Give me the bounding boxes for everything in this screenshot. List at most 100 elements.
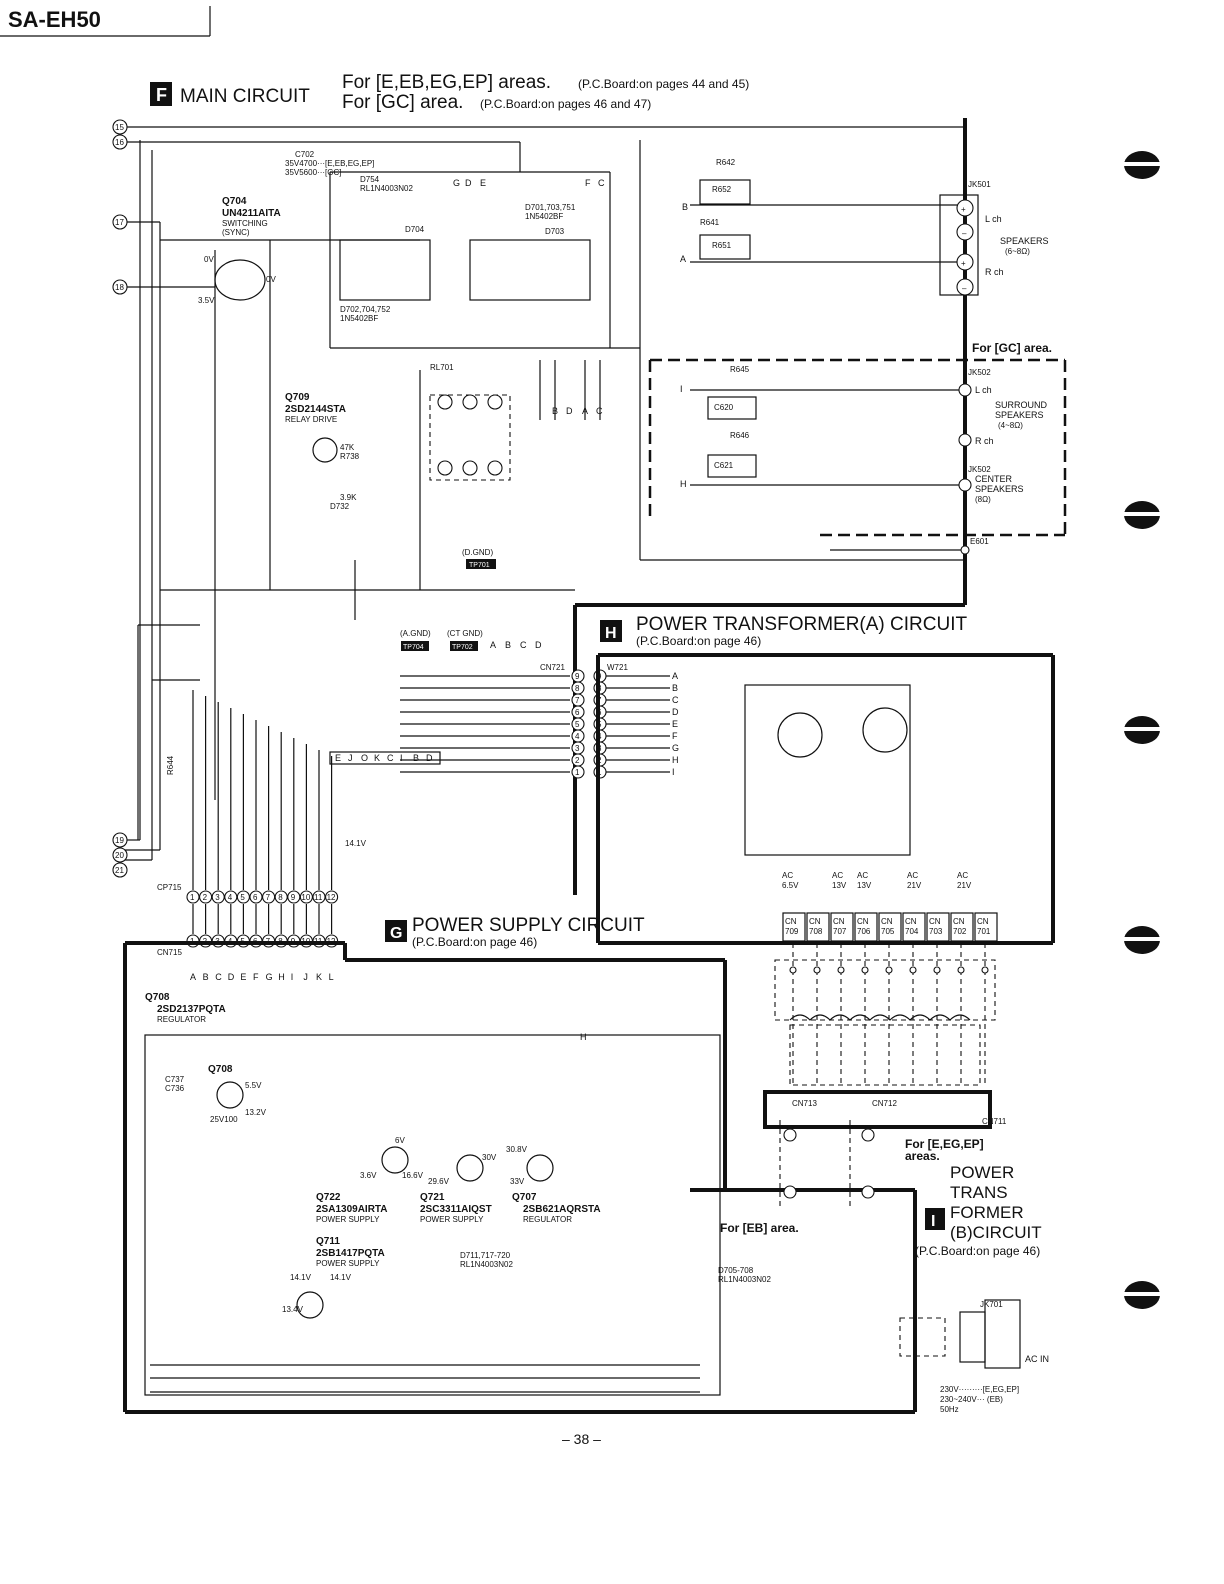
svg-text:230V·········[E,EG,EP]: 230V·········[E,EG,EP] — [940, 1385, 1019, 1394]
svg-text:–: – — [962, 284, 967, 293]
svg-text:E601: E601 — [970, 537, 989, 546]
cp715-pin — [262, 890, 276, 904]
power-supply-transistors: Q722 2SA1309AIRTA POWER SUPPLY Q721 2SC3… — [316, 1136, 601, 1224]
svg-text:Q721: Q721 — [420, 1192, 445, 1203]
svg-text:I: I — [400, 753, 403, 763]
svg-text:2SD2144STA: 2SD2144STA — [285, 404, 346, 415]
svg-text:F: F — [585, 178, 591, 188]
cp715-pin-number: 11 — [314, 893, 323, 902]
svg-text:2SC3311AIQST: 2SC3311AIQST — [420, 1204, 492, 1215]
svg-text:0V: 0V — [266, 275, 276, 284]
svg-text:O: O — [361, 753, 368, 763]
svg-text:B: B — [682, 202, 688, 212]
svg-text:0V: 0V — [204, 255, 214, 264]
transformer-tap — [813, 966, 821, 974]
svg-text:50Hz: 50Hz — [940, 1405, 959, 1414]
svg-text:13.4V: 13.4V — [282, 1305, 304, 1314]
cp715-pin-number: 3 — [215, 893, 220, 902]
binder-holes — [1120, 151, 1164, 1309]
main-circuit-title: MAIN CIRCUIT — [180, 86, 310, 107]
svg-text:230~240V··· (EB): 230~240V··· (EB) — [940, 1395, 1003, 1404]
svg-text:3.9K: 3.9K — [340, 493, 357, 502]
ac-voltage-value: 21V — [907, 881, 922, 890]
cn-header-label: CN — [881, 917, 893, 926]
svg-text:CP715: CP715 — [157, 883, 182, 892]
cn721-pin-number: 5 — [575, 720, 580, 729]
svg-text:CN721: CN721 — [540, 663, 565, 672]
cp715-pin — [287, 890, 301, 904]
cn721-pin-number: 9 — [575, 672, 580, 681]
w721-letter: C — [672, 695, 679, 705]
cn715-letter: K — [316, 972, 322, 982]
ac-voltage-label: AC — [857, 871, 868, 880]
svg-text:R652: R652 — [712, 185, 732, 194]
svg-text:(8Ω): (8Ω) — [975, 495, 991, 504]
svg-text:H: H — [605, 625, 617, 642]
svg-text:C: C — [596, 406, 603, 416]
cn721-pin-number: 7 — [575, 696, 580, 705]
w721-letter: B — [672, 683, 678, 693]
ac-voltage-value: 21V — [957, 881, 972, 890]
svg-text:For [GC] area.: For [GC] area. — [972, 341, 1052, 355]
svg-text:R ch: R ch — [985, 267, 1004, 277]
svg-text:JK502: JK502 — [968, 465, 991, 474]
svg-text:2SB1417PQTA: 2SB1417PQTA — [316, 1248, 385, 1259]
svg-text:D: D — [426, 753, 433, 763]
svg-text:R642: R642 — [716, 158, 736, 167]
svg-text:19: 19 — [115, 836, 124, 845]
svg-text:+: + — [961, 205, 966, 214]
w721-letter: F — [672, 731, 678, 741]
svg-text:CN715: CN715 — [157, 948, 182, 957]
svg-text:D701,703,751: D701,703,751 — [525, 203, 576, 212]
cp715-pin — [249, 890, 263, 904]
svg-text:RELAY DRIVE: RELAY DRIVE — [285, 415, 337, 424]
svg-text:15: 15 — [115, 123, 124, 132]
cn-header — [926, 912, 950, 942]
c702-label: C702 35V4700···[E,EB,EG,EP] 35V5600···[G… — [285, 150, 605, 193]
svg-text:D702,704,752: D702,704,752 — [340, 305, 391, 314]
svg-text:K: K — [374, 753, 380, 763]
header-line1-note: (P.C.Board:on pages 44 and 45) — [578, 77, 749, 91]
transformer-tap — [957, 966, 965, 974]
w721-letter: D — [672, 707, 679, 717]
svg-text:SURROUND: SURROUND — [995, 400, 1048, 410]
section-f-letter: F — [156, 85, 167, 105]
transformer-tap — [789, 966, 797, 974]
svg-text:D: D — [535, 640, 542, 650]
svg-text:Q722: Q722 — [316, 1192, 341, 1203]
svg-text:H: H — [580, 1032, 587, 1042]
cp715-pin-number: 1 — [190, 893, 195, 902]
svg-text:Q707: Q707 — [512, 1192, 537, 1203]
w721-letter: E — [672, 719, 678, 729]
svg-text:C: C — [598, 178, 605, 188]
cp715-pin-number: 6 — [253, 893, 258, 902]
svg-text:W721: W721 — [607, 663, 628, 672]
svg-text:R738: R738 — [340, 452, 360, 461]
cn-header — [902, 912, 926, 942]
cp715-pin — [299, 890, 313, 904]
cn721-pin-number: 1 — [575, 768, 580, 777]
svg-text:C737: C737 — [165, 1075, 185, 1084]
cn-header — [950, 912, 974, 942]
svg-text:(CT GND): (CT GND) — [447, 629, 483, 638]
svg-text:A: A — [490, 640, 496, 650]
cp715-pin-number: 9 — [291, 893, 296, 902]
svg-text:(6~8Ω): (6~8Ω) — [1005, 247, 1030, 256]
header-line2-note: (P.C.Board:on pages 46 and 47) — [480, 97, 651, 111]
cp715-pin — [224, 890, 238, 904]
svg-text:POWER TRANSFORMER(A) CIRCUIT: POWER TRANSFORMER(A) CIRCUIT — [636, 614, 967, 635]
svg-text:B: B — [505, 640, 511, 650]
section-i-power-transformer-b: CN713 CN712 CN711 For [E,EG,EP] areas. P… — [125, 1090, 1049, 1414]
svg-text:47K: 47K — [340, 443, 355, 452]
svg-text:13.2V: 13.2V — [245, 1108, 267, 1117]
svg-text:3.5V: 3.5V — [198, 296, 215, 305]
svg-text:20: 20 — [115, 851, 124, 860]
svg-text:14.1V: 14.1V — [330, 1273, 352, 1282]
model-box — [0, 0, 218, 38]
svg-text:+: + — [961, 259, 966, 268]
svg-text:D754: D754 — [360, 175, 380, 184]
cp715-pin — [274, 890, 288, 904]
cn721-pin-number: 3 — [575, 744, 580, 753]
svg-text:C702: C702 — [295, 150, 315, 159]
